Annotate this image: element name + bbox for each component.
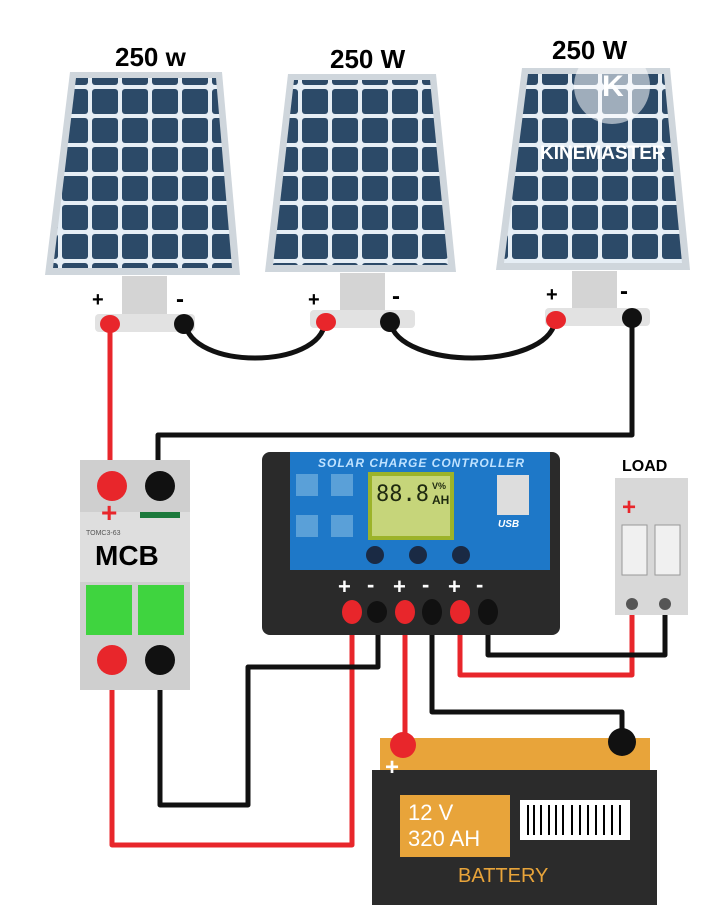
panel-3-minus: - bbox=[620, 278, 628, 305]
solar-panel-1 bbox=[45, 72, 240, 332]
controller-usb-label: USB bbox=[498, 519, 520, 530]
controller-solar-plus: + bbox=[338, 574, 351, 599]
load-breaker bbox=[615, 478, 688, 615]
usb-ports bbox=[497, 475, 529, 515]
mcb-switch-left bbox=[86, 585, 132, 635]
panel-1-wattage: 250 w bbox=[115, 42, 186, 72]
panel-2-plus: + bbox=[308, 289, 320, 311]
solar-charge-controller bbox=[262, 452, 560, 635]
panel-1-plus: + bbox=[92, 289, 104, 311]
mcb-label: MCB bbox=[95, 540, 159, 571]
controller-battery-plus: + bbox=[393, 574, 406, 599]
solar-panel-icon bbox=[296, 474, 318, 496]
panel-3-plus: + bbox=[546, 284, 558, 306]
battery-voltage: 12 V bbox=[408, 800, 454, 825]
mcb-model: TOMC3-63 bbox=[86, 530, 121, 537]
lcd-display bbox=[372, 476, 450, 536]
solar-panel-2 bbox=[265, 74, 456, 328]
kinemaster-logo bbox=[574, 48, 650, 124]
battery bbox=[372, 728, 657, 905]
battery-label: BATTERY bbox=[458, 865, 549, 887]
lock-icon bbox=[331, 515, 353, 537]
down-button bbox=[452, 546, 470, 564]
mcb-plus: + bbox=[101, 497, 118, 528]
wire-panel2-panel3-series bbox=[387, 321, 558, 361]
panel-3-wattage: 250 W bbox=[552, 35, 628, 65]
watermark-text: KINEMASTER bbox=[540, 143, 666, 164]
panel-1-minus: - bbox=[176, 286, 184, 313]
menu-button bbox=[366, 546, 384, 564]
wire-panel1-panel2-series bbox=[182, 321, 328, 361]
wire-mcb-to-controller-negative bbox=[157, 610, 381, 808]
panel-terminals bbox=[100, 308, 642, 334]
wire-controller-battery-negative bbox=[429, 610, 625, 740]
controller-load-minus: - bbox=[476, 572, 484, 597]
battery-plus: + bbox=[385, 754, 400, 781]
load-label: LOAD bbox=[622, 458, 668, 475]
panel-2-minus: - bbox=[392, 283, 400, 310]
load-plus: + bbox=[622, 494, 637, 521]
controller-battery-minus: - bbox=[422, 572, 430, 597]
battery-capacity: 320 AH bbox=[408, 826, 481, 851]
wire-mcb-to-controller-positive bbox=[109, 590, 355, 848]
up-button bbox=[409, 546, 427, 564]
wire-controller-load-positive bbox=[457, 605, 635, 678]
panel-2-wattage: 250 W bbox=[330, 44, 406, 74]
solar-panel-3 bbox=[496, 68, 690, 326]
controller-display-value: 88.8 bbox=[376, 482, 429, 507]
watermark-logo-letter: K bbox=[602, 70, 624, 103]
controller-title: SOLAR CHARGE CONTROLLER bbox=[318, 456, 525, 470]
controller-load-plus: + bbox=[448, 574, 461, 599]
barcode bbox=[520, 800, 630, 840]
controller-unit-bottom: AH bbox=[432, 493, 450, 507]
controller-solar-minus: - bbox=[367, 572, 375, 597]
clock-icon bbox=[296, 515, 318, 537]
controller-unit-top: V% bbox=[432, 481, 447, 491]
mcb-breaker bbox=[80, 460, 190, 690]
mcb-switch-right bbox=[138, 585, 184, 635]
gear-icon bbox=[331, 474, 353, 496]
